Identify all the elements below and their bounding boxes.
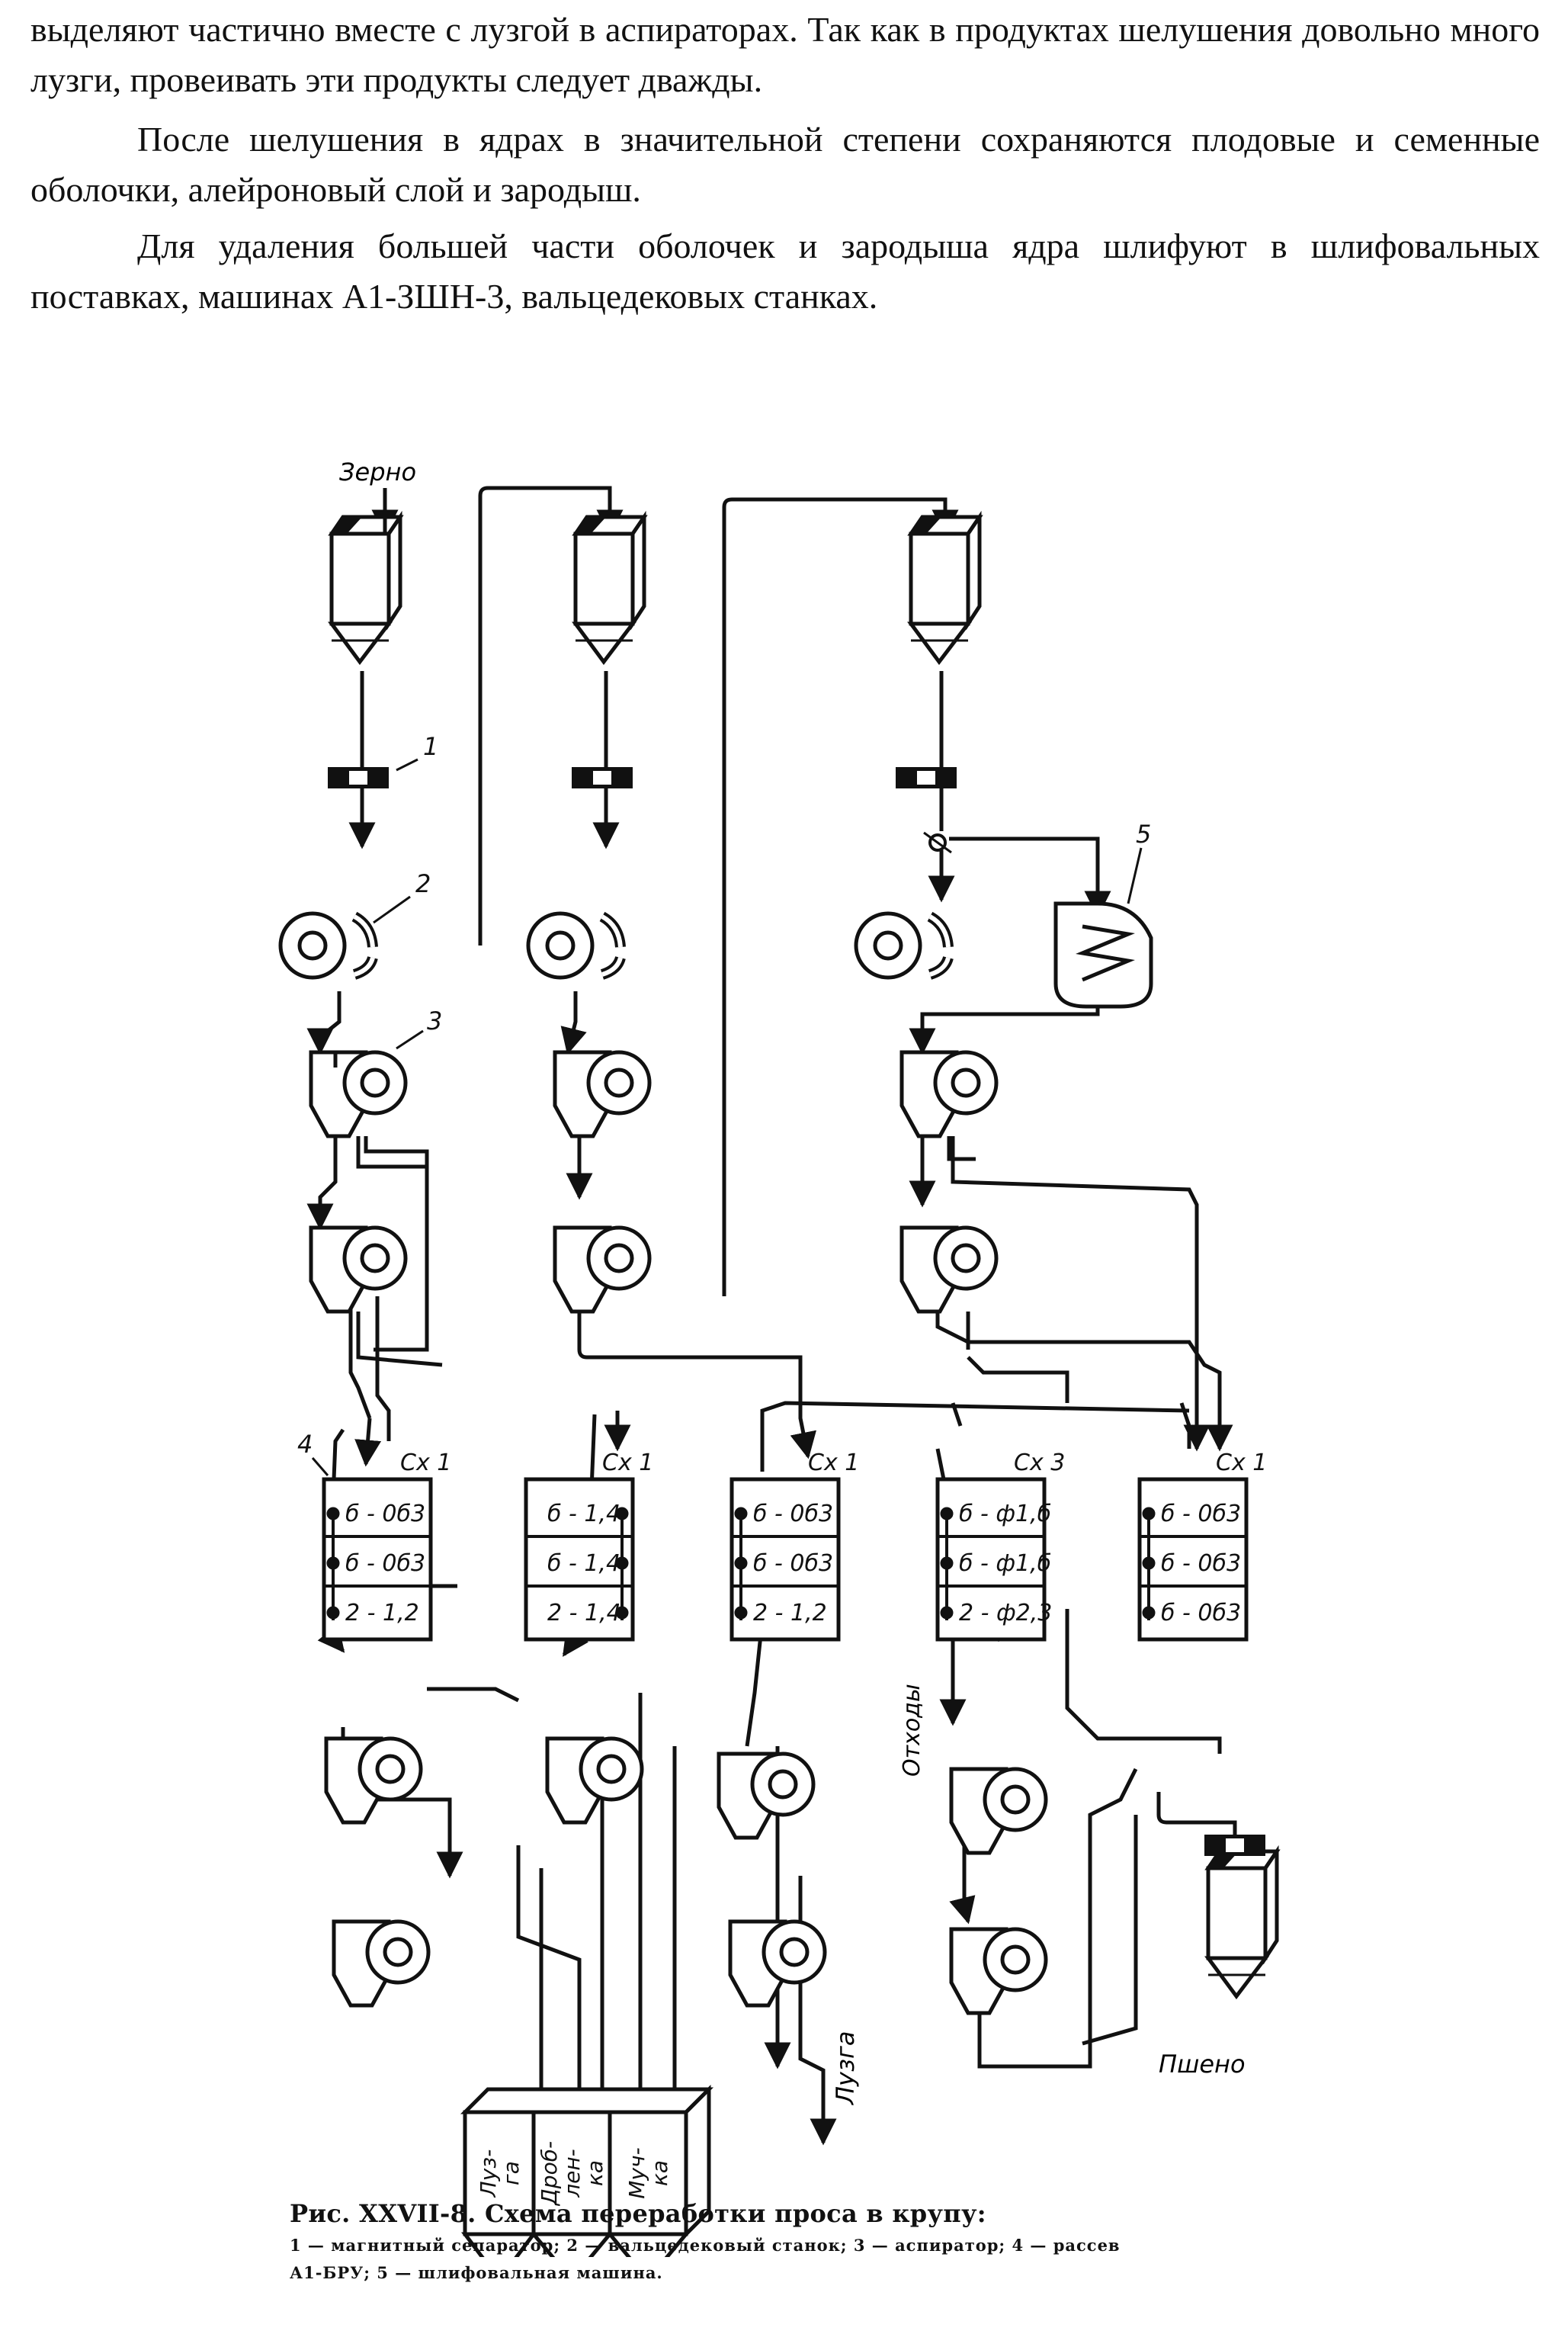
sifter-4-header: Сх 3 [1014, 1450, 1065, 1476]
paragraph-2: После шелушения в ядрах в значительной с… [30, 114, 1540, 215]
output-bin-3-label: Муч-ка [624, 2147, 672, 2198]
svg-text:га: га [499, 2161, 524, 2185]
caption-legend-2: А1-БРУ; 5 — шлифовальная машина. [290, 2263, 663, 2282]
sifter-4-row-3: 2 - ф2,3 [959, 1600, 1052, 1626]
sifter-2: Сх 1 б - 1,4 б - 1,4 2 - 1,4 [524, 1450, 653, 1642]
svg-text:ка: ка [582, 2160, 608, 2186]
paragraph-3-text: Для удаления большей части оболочек и за… [30, 226, 1540, 316]
svg-text:ка: ка [647, 2160, 672, 2186]
sifter-1: Сх 1 б - 0б3 б - 0б3 2 - 1,2 [322, 1450, 451, 1642]
output-bin-1-label: Луз-га [476, 2150, 524, 2198]
sifter-3: Сх 1 б - 0б3 б - 0б3 2 - 1,2 [729, 1450, 859, 1642]
sifter-5-row-2: б - 0б3 [1161, 1550, 1241, 1577]
husk-output-label: Лузга [831, 2031, 860, 2105]
sifter-1-row-1: б - 0б3 [345, 1501, 425, 1527]
callout-4: 4 [297, 1430, 313, 1459]
sifter-2-header: Сх 1 [602, 1450, 653, 1476]
sifter-5-row-1: б - 0б3 [1161, 1501, 1241, 1527]
sifter-1-row-2: б - 0б3 [345, 1550, 425, 1577]
callout-1: 1 [423, 732, 438, 761]
sifter-1-row-3: 2 - 1,2 [345, 1600, 419, 1626]
sifter-2-row-3: 2 - 1,4 [547, 1600, 621, 1626]
waste-label: Отходы [899, 1684, 925, 1777]
sifter-3-header: Сх 1 [808, 1450, 859, 1476]
sifter-2-row-2: б - 1,4 [547, 1550, 620, 1577]
sifter-4-row-2: б - ф1,б [959, 1550, 1051, 1577]
paragraph-1: выделяют частично вместе с лузгой в аспи… [30, 5, 1540, 105]
svg-text:Луз-: Луз- [476, 2150, 501, 2198]
sifter-5-header: Сх 1 [1216, 1450, 1267, 1476]
sifter-5: Сх 1 б - 0б3 б - 0б3 б - 0б3 [1137, 1450, 1267, 1642]
sifter-2-row-1: б - 1,4 [547, 1501, 620, 1527]
grinding-machine [1053, 901, 1153, 1009]
callout-3: 3 [427, 1007, 442, 1035]
paragraph-3: Для удаления большей части оболочек и за… [30, 221, 1540, 322]
grain-input-label: Зерно [339, 458, 416, 486]
svg-text:лен-: лен- [560, 2149, 585, 2198]
sifter-5-row-3: б - 0б3 [1161, 1600, 1241, 1626]
figure-caption: Рис. XXVII-8. Схема переработки проса в … [290, 2199, 1303, 2283]
sifter-3-row-1: б - 0б3 [753, 1501, 833, 1527]
caption-title: Рис. XXVII-8. Схема переработки проса в … [290, 2199, 986, 2228]
sifter-4-row-1: б - ф1,б [959, 1501, 1051, 1527]
sifter-3-row-3: 2 - 1,2 [753, 1600, 827, 1626]
callout-2: 2 [415, 869, 431, 898]
svg-text:Муч-: Муч- [624, 2147, 649, 2198]
paragraph-1-text: выделяют частично вместе с лузгой в аспи… [30, 10, 1540, 99]
svg-text:Дроб-: Дроб- [537, 2141, 562, 2207]
product-label: Пшено [1159, 2050, 1246, 2079]
sifter-1-header: Сх 1 [400, 1450, 451, 1476]
sifter-3-row-2: б - 0б3 [753, 1550, 833, 1577]
output-bin-2-label: Дроб-лен-ка [537, 2141, 608, 2207]
output-bins [460, 2084, 714, 2257]
caption-legend-1: 1 — магнитный сепаратор; 2 — вальцедеков… [290, 2236, 1121, 2255]
process-flow-diagram: Зерно Сх 1 б - 0б3 б - 0б3 2 - 1,2 Сх 1 б - 1… [0, 458, 1568, 2257]
sifter-4: Сх 3 б - ф1,б б - ф1,б 2 - ф2,3 [935, 1450, 1065, 1642]
callout-5: 5 [1136, 820, 1151, 849]
paragraph-2-text: После шелушения в ядрах в значительной с… [30, 120, 1540, 209]
